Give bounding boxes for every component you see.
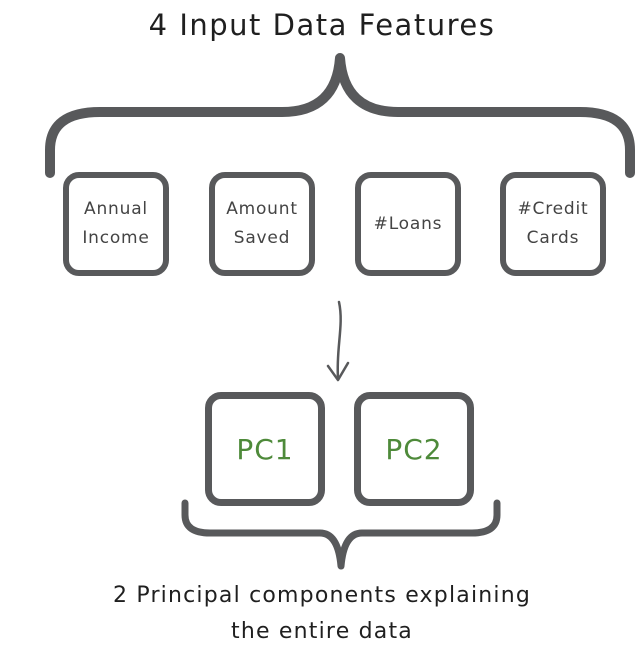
feature-box-amount-saved: Amount Saved [209,172,315,276]
arrowhead [326,361,350,382]
feature-label-line2: Income [82,228,150,248]
feature-label-line2: Cards [526,228,580,248]
feature-box-credit-cards: #Credit Cards [500,172,606,276]
feature-label-line2: Saved [233,228,291,248]
diagram-title: 4 Input Data Features [148,8,496,42]
caption-line1: 2 Principal components explaining [112,583,532,608]
component-label: PC1 [236,432,294,466]
arrow-down [336,300,342,380]
caption-line2: the entire data [231,619,413,644]
component-label: PC2 [385,432,443,466]
top-curly-brace [45,53,635,178]
component-box-pc1: PC1 [205,392,325,506]
feature-label-line1: #Credit [517,199,589,219]
feature-label-line1: #Loans [373,213,443,234]
feature-label-line1: Annual [84,199,148,219]
feature-box-annual-income: Annual Income [63,172,169,276]
feature-box-loans: #Loans [355,172,461,276]
component-box-pc2: PC2 [354,392,474,506]
feature-label-line1: Amount [226,199,298,219]
bottom-curly-brace [181,499,501,570]
